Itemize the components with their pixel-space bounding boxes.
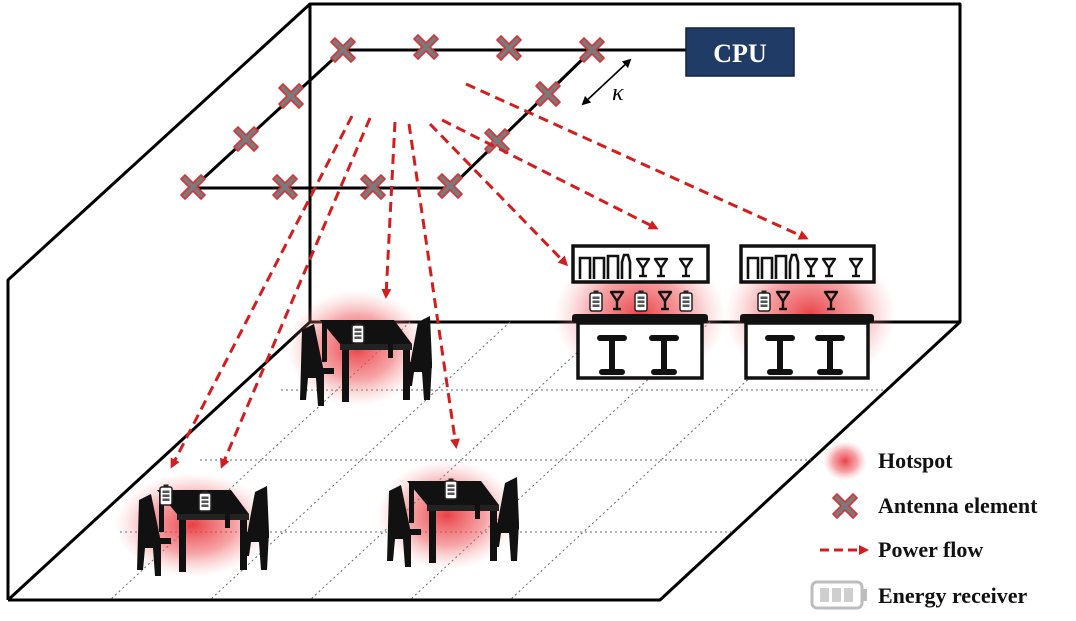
power-flow-arrow <box>407 123 460 449</box>
energy-receiver-icon <box>198 489 212 512</box>
power-flow-arrow <box>428 122 569 267</box>
room-outline <box>6 2 962 602</box>
energy-receiver-icon <box>757 289 771 312</box>
energy-receiver-icon <box>351 321 365 344</box>
spacing-indicator: κ <box>581 58 632 106</box>
antenna-element-icon <box>437 173 463 199</box>
legend-label-energy-receiver: Energy receiver <box>878 583 1027 608</box>
antenna-element-icon <box>535 81 561 107</box>
hotspot-legend-icon <box>823 441 867 481</box>
antenna-element-icon <box>496 35 522 61</box>
energy-receiver-icon <box>679 289 693 312</box>
power-flow-arrow <box>381 121 397 299</box>
antenna-element-icon <box>413 34 439 60</box>
energy-receiver-icon <box>634 289 648 312</box>
bottle-icon <box>578 253 632 279</box>
spacing-kappa-label: κ <box>612 80 624 106</box>
energy-receiver-icon <box>444 477 458 500</box>
power-flow-arrow <box>441 118 659 230</box>
bottle-icon <box>746 253 800 279</box>
legend-item-antenna: Antenna element <box>832 493 1038 519</box>
legend-label-hotspot: Hotspot <box>878 448 953 473</box>
power-flow-arrow <box>170 115 354 469</box>
bar-counter-right <box>739 244 876 380</box>
legend-item-power-flow: Power flow <box>820 537 983 562</box>
energy-receiver-icon <box>810 580 867 610</box>
energy-receiver-icon <box>159 483 173 506</box>
legend-item-energy-receiver: Energy receiver <box>810 580 1027 610</box>
cpu-label: CPU <box>713 39 767 68</box>
antenna-element-icon <box>233 126 259 152</box>
bar-counter-left <box>571 244 710 380</box>
legend-item-hotspot: Hotspot <box>823 441 953 481</box>
legend: Hotspot Antenna element Power flow Energ… <box>810 441 1038 610</box>
power-flow-arrow <box>465 82 809 240</box>
antenna-element-icon <box>484 128 510 154</box>
power-flows <box>170 82 809 469</box>
antenna-element-icon <box>278 83 304 109</box>
antenna-element-icon <box>832 493 858 519</box>
legend-label-antenna: Antenna element <box>878 493 1038 518</box>
energy-receiver-icon <box>589 289 603 312</box>
cpu-box: CPU <box>685 27 795 77</box>
legend-label-power-flow: Power flow <box>878 537 983 562</box>
antenna-array <box>191 48 686 190</box>
